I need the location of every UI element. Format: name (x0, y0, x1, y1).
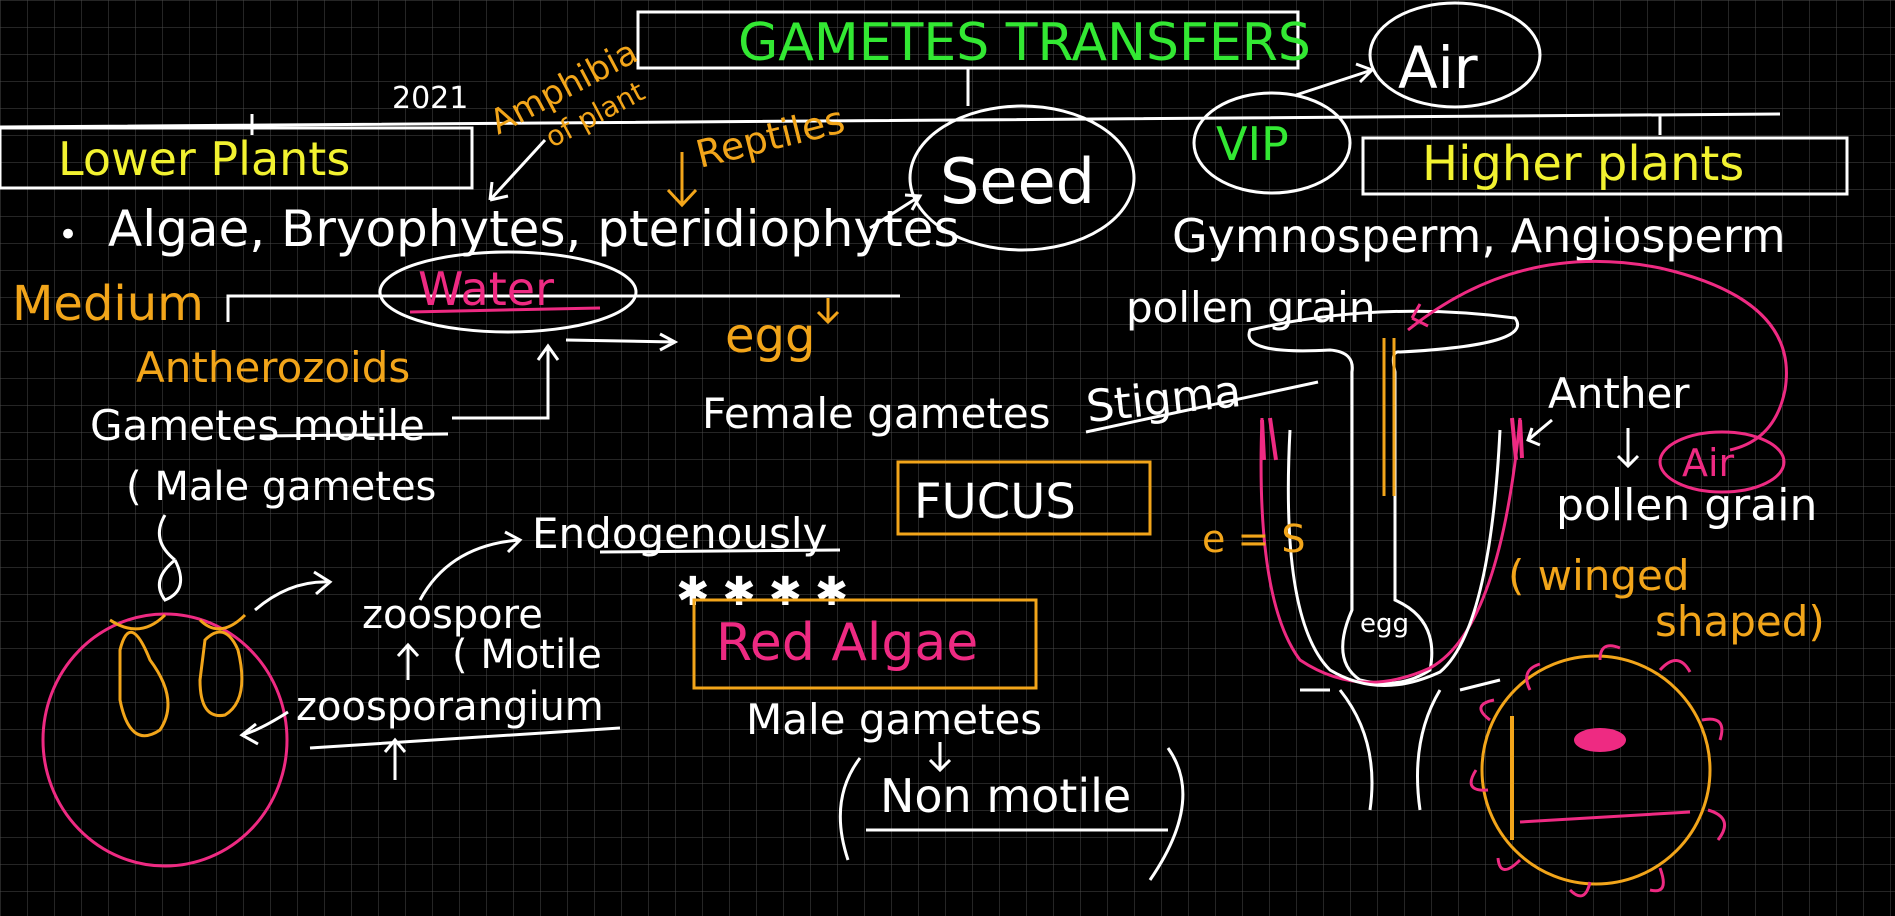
zoosporangium-up-arrow (383, 737, 407, 780)
ovary-white (1286, 429, 1502, 687)
amphibia-arrow (488, 138, 547, 202)
water-circle (378, 250, 638, 334)
lower-plants-heading: Lower Plants (58, 132, 350, 186)
egg-label: egg (725, 308, 815, 364)
vip-circle (1192, 91, 1352, 195)
gametes-motile-label: Gametes motile (90, 401, 425, 450)
back-to-cell-arrow (239, 710, 289, 746)
antherozoids-label: Antherozoids (136, 343, 410, 392)
seed-arrow (869, 193, 923, 230)
higher-plants-box (1361, 136, 1849, 196)
non-motile-label: Non motile (880, 769, 1131, 823)
fucus-label: FUCUS (914, 474, 1076, 530)
egg-arrow (816, 298, 840, 325)
pollen-body (1480, 654, 1712, 886)
anther-down-arrow (1616, 428, 1640, 469)
higher-plants-heading: Higher plants (1422, 136, 1744, 192)
motile-to-water-arrow (452, 343, 560, 420)
air-bottom-label: Air (1682, 441, 1735, 485)
seed-circle (908, 104, 1136, 252)
water-to-egg-arrow (565, 332, 679, 352)
air-top-label: Air (1398, 34, 1478, 102)
shaped-label: shaped) (1655, 597, 1825, 646)
top-bracket (0, 112, 1781, 135)
zoosporangium-underline (309, 726, 621, 750)
year-label: 2021 (392, 81, 468, 116)
cell-circle (41, 612, 289, 868)
non-motile-arrow (928, 742, 952, 773)
zoospore-label: zoospore (362, 592, 543, 638)
motile-underline (259, 432, 449, 438)
pollen-nucleus (1574, 728, 1626, 752)
anther-arrow (1526, 418, 1553, 447)
pollen-spikes (1469, 644, 1727, 898)
release-arrow (254, 570, 333, 612)
reptiles-arrow (666, 152, 698, 208)
flagella-sketch (109, 613, 247, 631)
vip-label: VIP (1216, 117, 1289, 171)
lower-plant-groups: Algae, Bryophytes, pteridiophytes (108, 200, 960, 258)
ovary-pink-right (1510, 417, 1524, 461)
stalk (1300, 678, 1501, 811)
egg-inside-label: egg (1360, 609, 1409, 639)
water-label: Water (418, 262, 554, 316)
gamete-sketch (157, 514, 183, 602)
lower-plants-box (0, 126, 474, 190)
pollen-arrowhead (1410, 303, 1429, 328)
ovary-pink-left (1260, 417, 1278, 461)
motile-label: ( Motile (452, 632, 602, 678)
to-endogenous-arrow (418, 530, 523, 601)
medium-line (226, 294, 900, 322)
e-s-label: e = S (1202, 517, 1306, 561)
pollen-line (1519, 810, 1691, 824)
lower-bullet: • (58, 215, 78, 255)
red-algae-box (692, 598, 1038, 690)
seed-label: Seed (940, 145, 1095, 218)
endogenously-underline (599, 548, 841, 554)
pollen-arc (1407, 259, 1788, 452)
red-algae-label: Red Algae (716, 613, 978, 673)
water-underline (409, 306, 601, 314)
pistil-diagram: egg e = S (1202, 259, 1788, 811)
air-bottom-circle (1658, 430, 1786, 494)
male-gametes-label: ( Male gametes (126, 464, 436, 510)
pollen-grain-sketch (1469, 644, 1727, 898)
stigma-line (1085, 380, 1319, 434)
non-motile-bracket (838, 747, 1185, 881)
star-icon: ✱ ✱ ✱ ✱ (676, 569, 848, 615)
ovary-pink (1259, 417, 1522, 684)
air-circle (1368, 1, 1542, 109)
page-title: GAMETES TRANSFERS (738, 13, 1311, 73)
winged-label: ( winged (1508, 551, 1690, 600)
fucus-box (896, 460, 1152, 536)
higher-plant-groups: Gymnosperm, Angiosperm (1172, 209, 1786, 263)
stigma-shape (1247, 309, 1519, 685)
zoosporangium-label: zoosporangium (296, 684, 604, 730)
pollen-grain-label: pollen grain (1126, 283, 1375, 332)
zoospore-sketch (118, 630, 244, 738)
medium-label: Medium (12, 276, 204, 332)
title-group: GAMETES TRANSFERS (0, 10, 1781, 135)
female-gametes-label: Female gametes (702, 389, 1051, 438)
pollen-grain-2-label: pollen grain (1556, 480, 1817, 531)
anther-label: Anther (1548, 369, 1690, 418)
zoospore-up-arrow (396, 642, 420, 680)
red-algae-male-gametes: Male gametes (746, 695, 1042, 744)
style-tube (1382, 338, 1396, 496)
